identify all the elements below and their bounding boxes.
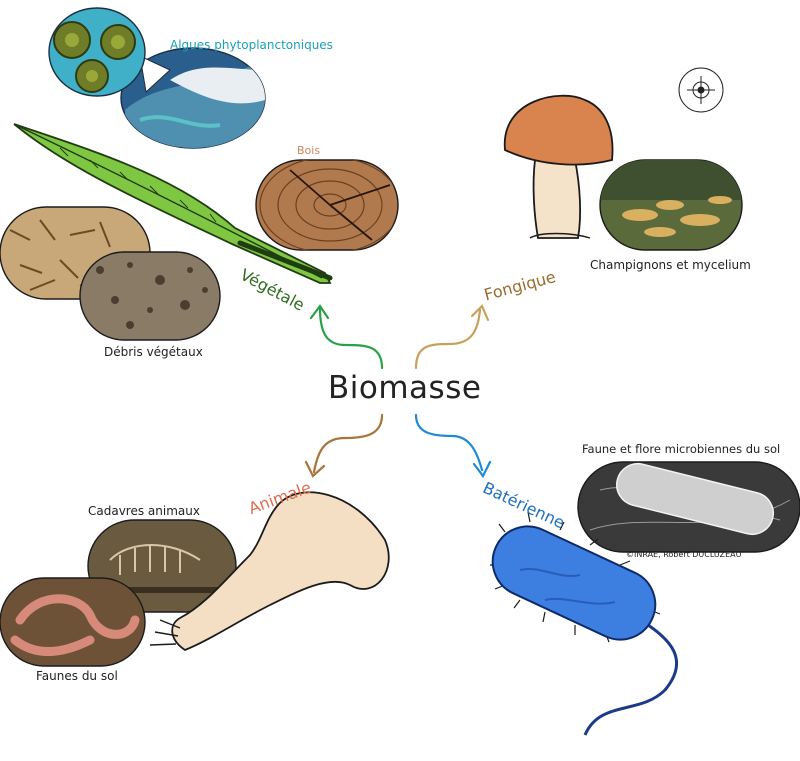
photo-phytoplankton: [48, 7, 146, 97]
arrow-fongique: [414, 304, 490, 370]
caption-cadavres: Cadavres animaux: [88, 504, 200, 518]
caption-champignons: Champignons et mycelium: [590, 258, 751, 272]
bacterium-icon: [490, 511, 679, 736]
photo-debris-sol: [79, 251, 221, 341]
caption-algues: Algues phytoplanctoniques: [170, 38, 333, 52]
logo-seal-icon: [678, 67, 724, 113]
caption-bois: Bois: [297, 144, 321, 157]
center-title: Biomasse: [328, 370, 482, 406]
caption-debris: Débris végétaux: [104, 345, 203, 359]
bone-icon: [149, 491, 390, 652]
photo-sea-satellite: [120, 47, 266, 149]
mushroom-icon: [504, 94, 614, 239]
caption-faunes: Faunes du sol: [36, 669, 118, 683]
photo-bois: [255, 159, 399, 251]
photo-faunes-sol: [0, 577, 146, 667]
leaf-icon: [13, 123, 333, 284]
arrow-animale: [304, 413, 384, 478]
arrow-vegetale: [309, 304, 384, 370]
caption-microbes: Faune et flore microbiennes du sol: [582, 442, 781, 456]
photo-credit: ©INRAE, Robert DUCLUZEAU: [626, 550, 742, 559]
photo-champignons: [599, 159, 743, 251]
arrow-bacterienne: [414, 413, 492, 479]
photo-microbes: [577, 461, 800, 553]
